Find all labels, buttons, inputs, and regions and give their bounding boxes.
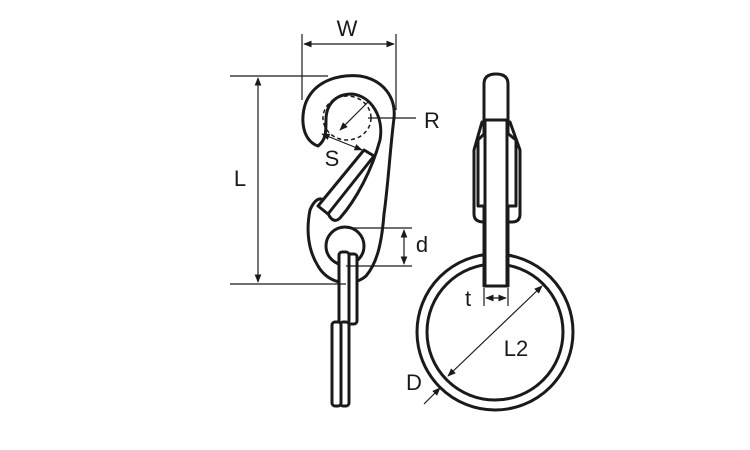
radius-label: R bbox=[424, 108, 440, 133]
ring-wire-arrow bbox=[423, 387, 441, 405]
width-label: W bbox=[337, 16, 358, 41]
hook-side-view bbox=[415, 72, 575, 412]
gate-opening-arrow bbox=[321, 133, 363, 151]
ring-strand-front bbox=[337, 250, 351, 326]
spring-gate bbox=[316, 148, 376, 216]
hook-side-bar-front bbox=[483, 118, 509, 288]
thickness-label: t bbox=[465, 286, 471, 311]
ring-inner-dimension-line bbox=[447, 285, 543, 377]
side-dimensions: t L2 D bbox=[406, 285, 543, 405]
radius-arrow bbox=[339, 101, 369, 131]
ring-inner-label: L2 bbox=[504, 336, 528, 361]
eye-diameter-label: d bbox=[416, 232, 428, 257]
hook-body bbox=[301, 74, 396, 285]
gate-opening-label: S bbox=[325, 146, 340, 171]
ring-wire-label: D bbox=[406, 370, 422, 395]
hook-front-view bbox=[301, 74, 396, 408]
front-dimensions: W L R S d bbox=[230, 16, 440, 285]
ring-strand-lower-front bbox=[330, 320, 343, 408]
length-label: L bbox=[234, 166, 246, 191]
